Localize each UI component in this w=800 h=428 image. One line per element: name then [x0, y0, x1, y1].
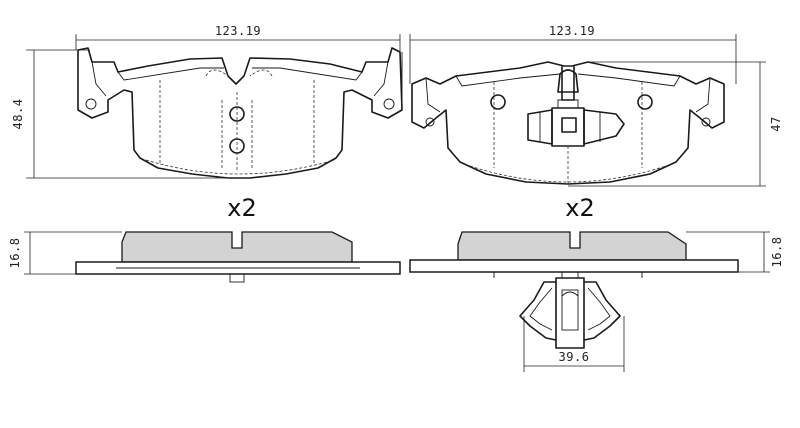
left-height-dimension: 48.4	[11, 49, 230, 179]
right-width-dimension: 123.19	[409, 24, 737, 84]
left-thickness-dimension: 16.8	[8, 231, 122, 275]
left-thickness-label: 16.8	[8, 238, 22, 269]
left-pad-side-view	[75, 231, 401, 283]
right-thickness-dimension: 16.8	[686, 231, 784, 273]
right-width-label: 123.19	[549, 24, 595, 38]
left-pad-front-view	[77, 47, 403, 179]
clip-width-dimension: 39.6	[523, 316, 625, 372]
spring-clip	[519, 277, 621, 349]
left-width-label: 123.19	[215, 24, 261, 38]
right-quantity-label: x2	[565, 194, 594, 222]
left-height-label: 48.4	[11, 99, 25, 130]
right-pad-front-view	[411, 61, 725, 186]
left-width-dimension: 123.19	[75, 24, 401, 52]
clip-width-label: 39.6	[559, 350, 590, 364]
left-quantity-label: x2	[227, 194, 256, 222]
right-pad-side-view	[409, 231, 739, 279]
right-height-label: 47	[769, 116, 783, 131]
right-height-dimension: 47	[568, 61, 783, 187]
right-thickness-label: 16.8	[770, 237, 784, 268]
